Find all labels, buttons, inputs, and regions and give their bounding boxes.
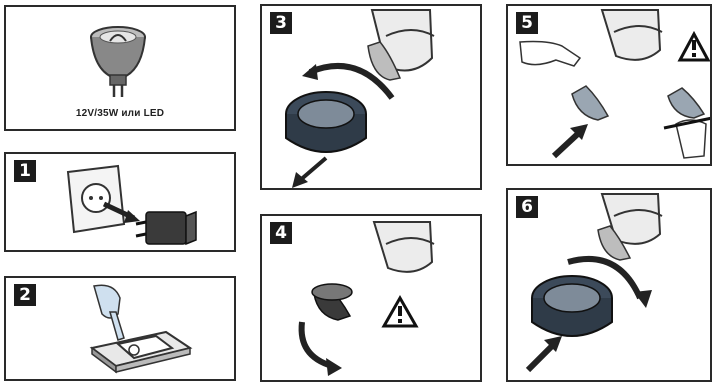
warning-icon	[680, 34, 708, 60]
lamp-fixture-icon	[508, 190, 710, 380]
hand-icon	[520, 42, 580, 67]
hand-icon	[94, 285, 124, 340]
step-1-panel: 1	[4, 152, 236, 252]
step-6-panel: 6	[506, 188, 712, 382]
step-3-panel: 3	[260, 4, 482, 190]
step-4-panel: 4	[260, 214, 482, 382]
step-2-panel: 2	[4, 276, 236, 381]
step-5-panel: 5	[506, 4, 712, 166]
retaining-ring-icon	[532, 276, 612, 336]
lamp-fixture-icon	[262, 216, 480, 380]
plug-icon	[136, 212, 196, 244]
lamp-fixture-icon	[508, 6, 710, 164]
lamp-fixture-icon	[262, 6, 480, 188]
lamp-spec-label: 12V/35W или LED	[6, 108, 234, 119]
warning-icon	[384, 298, 416, 326]
light-switch-icon	[6, 278, 234, 379]
wall-socket-icon	[6, 154, 234, 250]
lamp-spec-panel: 12V/35W или LED	[4, 5, 236, 131]
retaining-ring-icon	[286, 92, 366, 152]
